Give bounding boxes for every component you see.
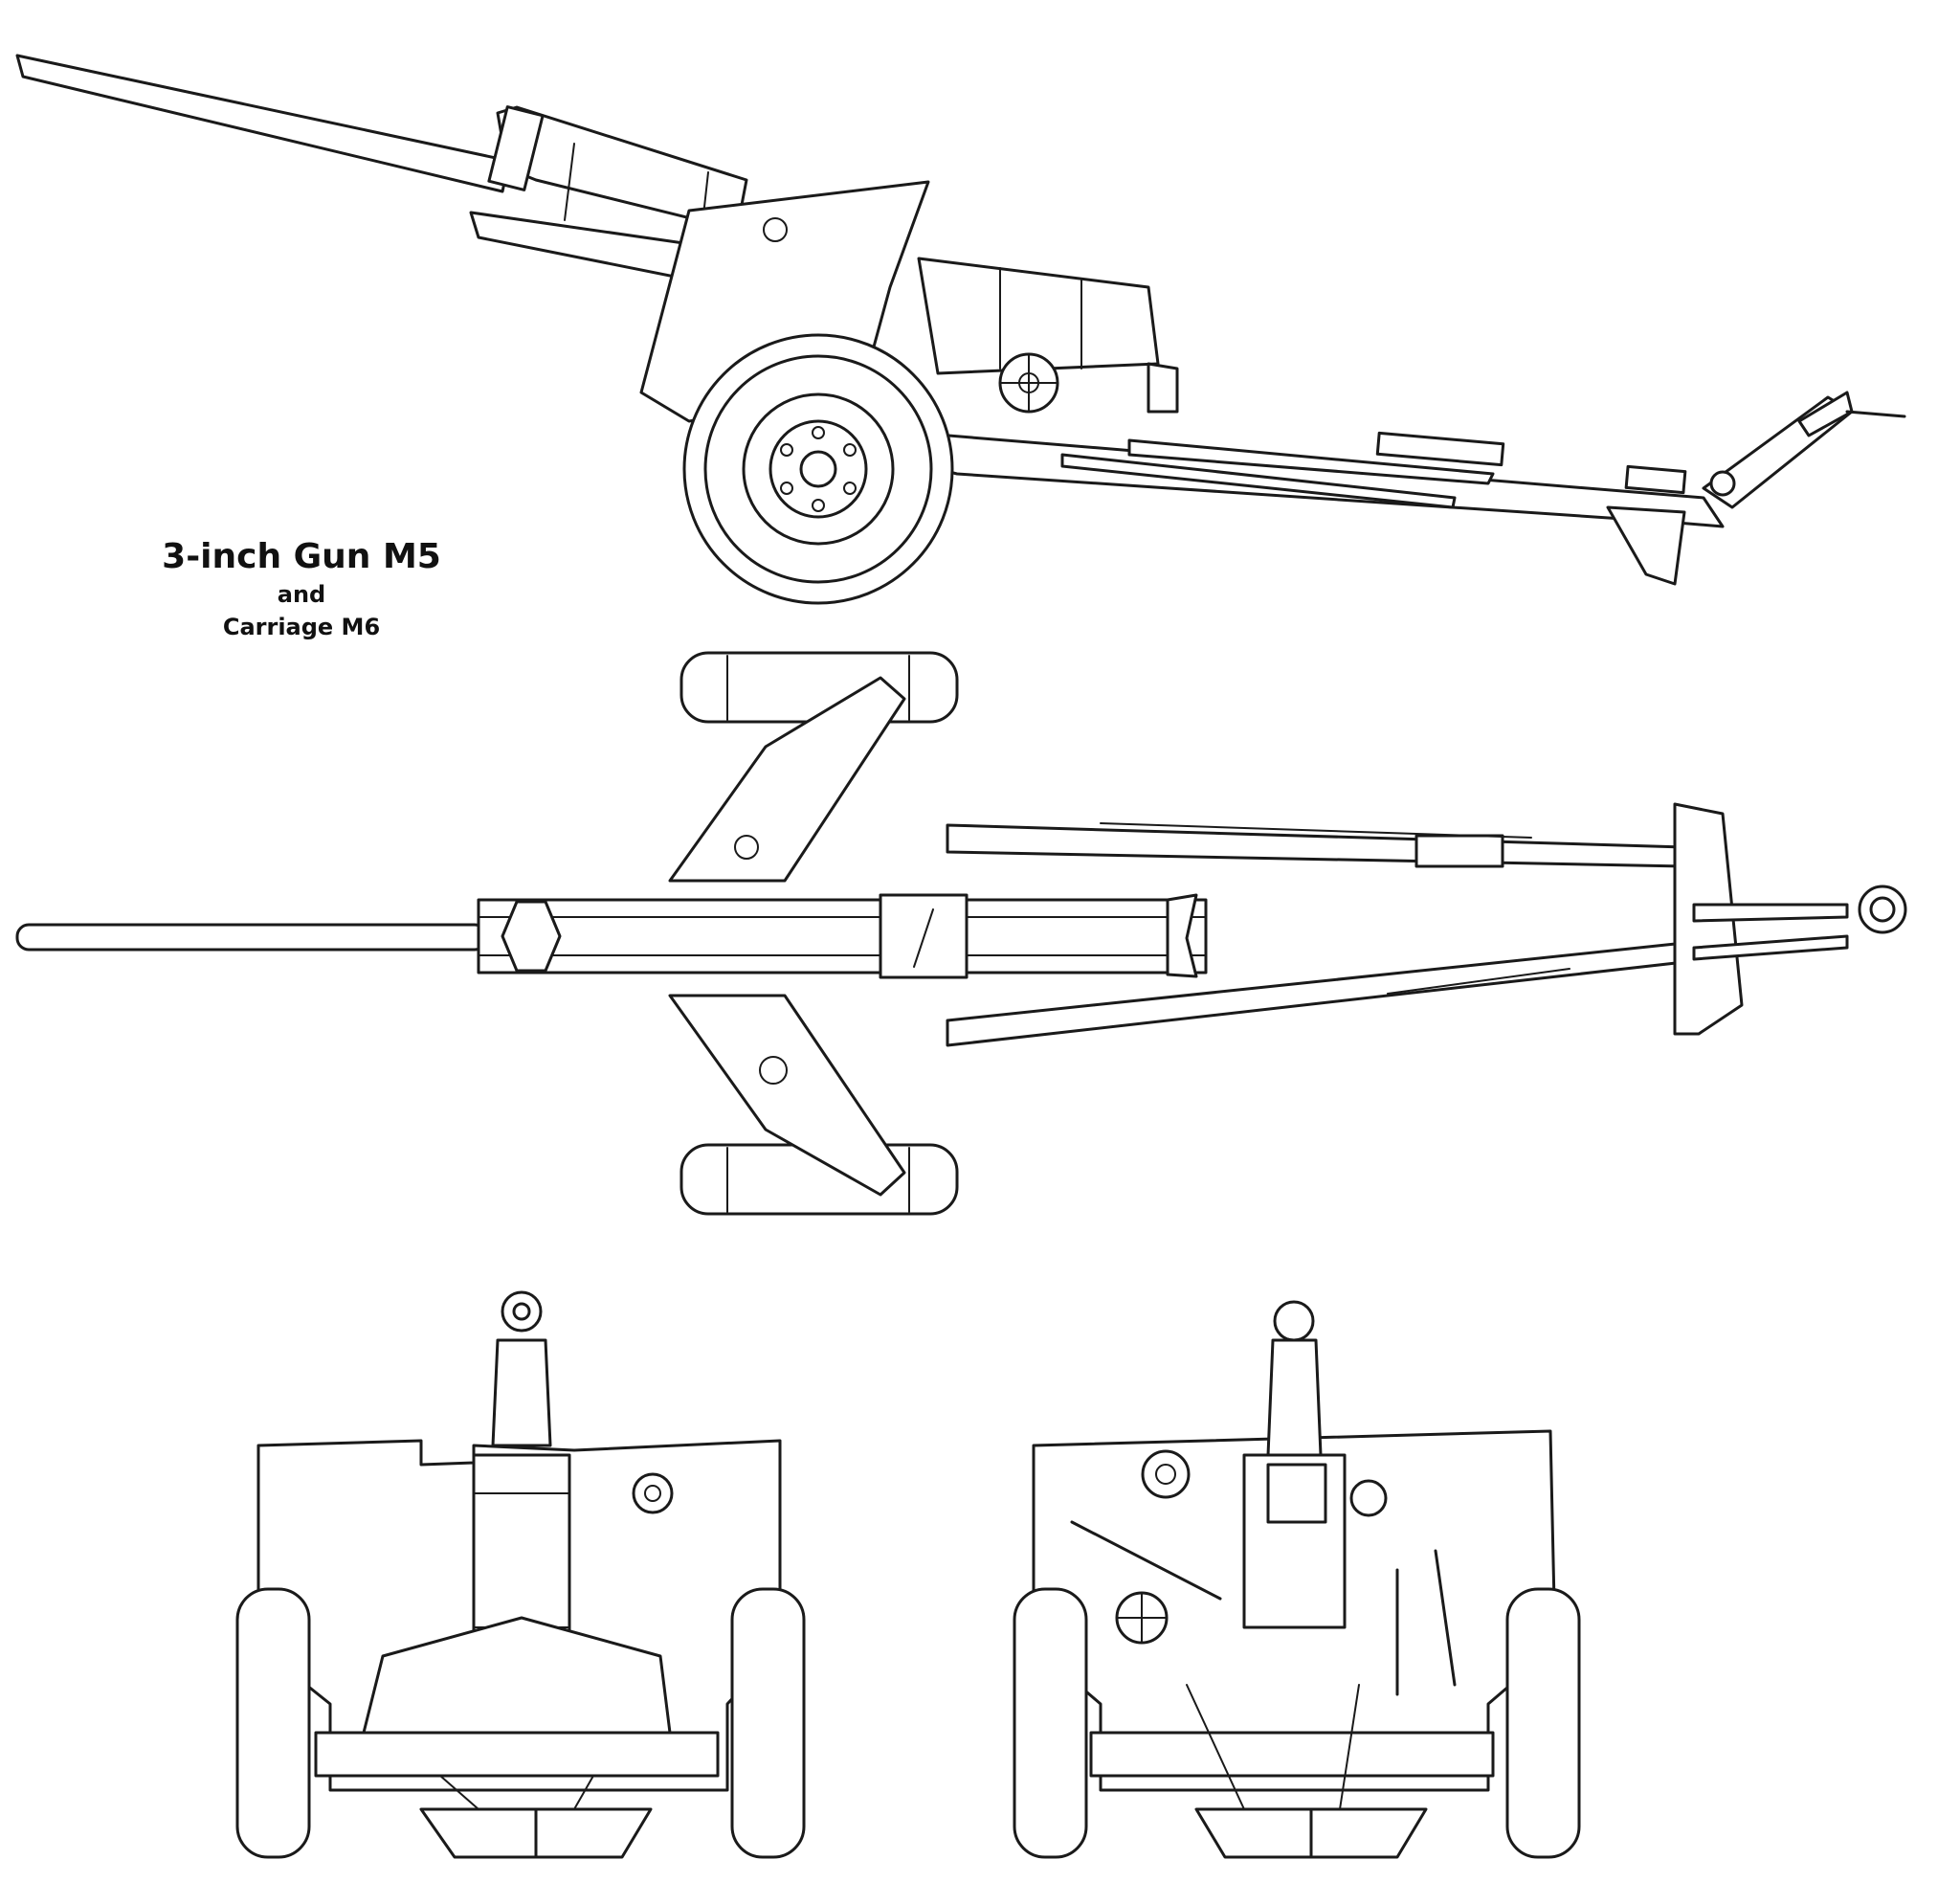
- caption-title: 3-inch Gun M5: [162, 537, 441, 576]
- rear-wheel-right: [1505, 1587, 1581, 1859]
- top-shield-lower: [668, 994, 906, 1197]
- rear-spade-left: [1194, 1807, 1313, 1859]
- rear-view: [1013, 1300, 1581, 1859]
- rear-wheel-left: [1013, 1587, 1088, 1859]
- side-muzzle-collar: [487, 105, 545, 191]
- rear-barrel: [1266, 1338, 1323, 1457]
- caption-conjunction: and: [277, 581, 326, 608]
- top-wheel-upper: [679, 651, 959, 724]
- drawing-caption: 3-inch Gun M5 and Carriage M6: [144, 536, 459, 643]
- front-axle: [314, 1731, 720, 1778]
- front-barrel: [491, 1338, 552, 1447]
- rear-spade-right: [1309, 1807, 1428, 1859]
- top-cradle: [477, 898, 1208, 975]
- top-shield-upper: [668, 676, 906, 883]
- front-spade-left: [419, 1807, 538, 1859]
- top-muzzle-collar: [501, 900, 562, 973]
- side-barrel: [15, 54, 511, 193]
- top-barrel: [15, 923, 488, 952]
- front-carriage-body: [362, 1616, 672, 1735]
- rear-axle: [1089, 1731, 1495, 1778]
- caption-subtitle: Carriage M6: [222, 614, 381, 640]
- rear-handwheel-upper: [1141, 1449, 1191, 1499]
- front-view: [235, 1290, 806, 1859]
- top-view: [15, 651, 1907, 1216]
- side-breech: [917, 257, 1160, 375]
- front-spade-right: [534, 1807, 653, 1859]
- front-wheel-right: [730, 1587, 806, 1859]
- side-trail: [888, 429, 1725, 528]
- rear-muzzle: [1273, 1300, 1315, 1342]
- front-wheel-left: [235, 1587, 311, 1859]
- side-view: [15, 54, 1906, 605]
- side-spade: [1606, 505, 1686, 586]
